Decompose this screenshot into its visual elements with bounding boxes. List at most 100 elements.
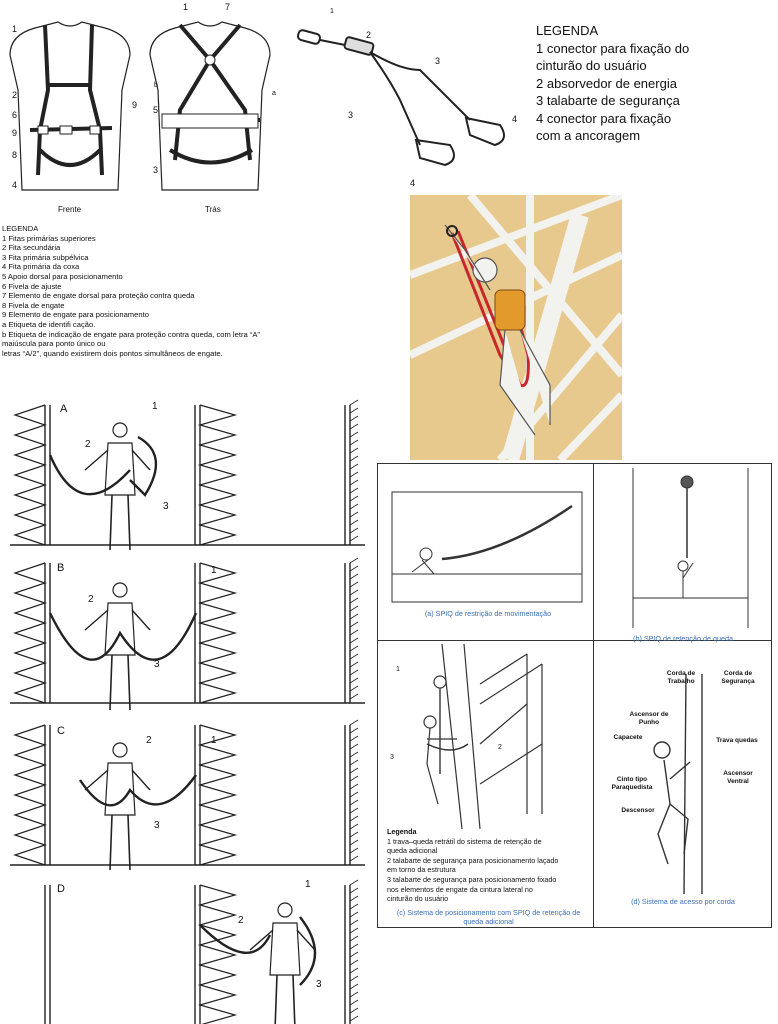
label-cinto-paraquedista: Cinto tipo Paraquedista [611, 776, 653, 791]
panel-line [104, 442, 136, 496]
panel-line [197, 562, 238, 704]
panel-line [84, 449, 151, 471]
harness-front-num: 2 [12, 90, 18, 100]
tower-climber-illustration [410, 195, 622, 460]
harness-back-num: a [272, 90, 276, 97]
harness-front-num: 6 [12, 110, 18, 120]
worker-head [112, 582, 128, 598]
lanyard-legend-item: 3 talabarte de segurança [536, 93, 680, 108]
spiq-c-legend: Legenda 1 trava–queda retrátil do sistem… [387, 827, 592, 904]
spiq-c-legend-item: 1 trava–queda retrátil do sistema de ret… [387, 836, 542, 846]
panel-line [344, 725, 351, 865]
label-capacete: Capacete [613, 734, 643, 741]
panel-number: 3 [154, 820, 160, 831]
spiq-a-caption: (a) SPIQ de restrição de movimentação [424, 609, 552, 618]
harness-front-num: 1 [12, 24, 18, 34]
lanyard-num: 3 [348, 110, 354, 120]
panel-line [199, 924, 272, 954]
panel-line [344, 563, 351, 703]
label-ascensor-punho: Ascensor de Punho [629, 711, 669, 726]
harness-legend-item: maiúscula para ponto único ou [2, 339, 106, 349]
back-caption: Trás [205, 205, 221, 214]
lanyard-drawing [296, 29, 505, 167]
harness-front-num: 8 [12, 150, 18, 160]
label-descensor: Descensor [621, 807, 655, 814]
lanyard-panels: A 1 2 3 B 2 1 3 C 2 1 3 D 1 2 3 [0, 395, 370, 1024]
lanyard-diagram: 1 2 3 3 4 4 [290, 0, 525, 200]
panel-line [44, 405, 51, 545]
worker-head [112, 742, 128, 758]
panel-number: 2 [238, 915, 244, 926]
label-corda-trabalho: Corda de Trabalho [666, 670, 696, 685]
panel-line [84, 769, 151, 791]
spiq-c-drawing [423, 643, 543, 830]
spiq-c-legend-item: 3 talabarte de segurança para posicionam… [387, 874, 557, 884]
harness-back-num: 1 [183, 2, 189, 12]
front-caption: Frente [58, 205, 82, 214]
panel-number: 1 [152, 401, 158, 412]
panel-number: 3 [154, 659, 160, 670]
harness-back-num: 7 [225, 2, 231, 12]
panel-line [197, 404, 238, 546]
panel-line [194, 885, 201, 1024]
lanyard-legend-item: com a ancoragem [536, 128, 641, 143]
lanyard-panels-drawing [10, 399, 365, 1024]
spiq-c-caption-line: (c) Sistema de posicionamento com SPIQ d… [396, 908, 581, 917]
lanyard-num: 4 [410, 178, 416, 188]
harness-legend-item: 8 Fivela de engate [2, 300, 65, 310]
panel-line [349, 399, 359, 542]
spiq-figure: (a) SPIQ de restrição de movimentação (b… [377, 463, 772, 928]
panel-line [274, 974, 296, 1024]
panel-line [344, 405, 351, 545]
spiq-a-drawing [391, 491, 583, 603]
panel-line [104, 762, 136, 816]
panel-line [349, 879, 359, 1022]
worker-head [277, 902, 293, 918]
spiq-c-caption: (c) Sistema de posicionamento com SPIQ d… [386, 908, 591, 926]
harness-legend-item: 6 Fivela de ajuste [2, 281, 62, 291]
label-ascensor-ventral: Ascensor Ventral [723, 770, 753, 785]
lanyard-num: 2 [366, 30, 372, 40]
harness-legend-item: 9 Elemento de engate para posicionamento [2, 310, 149, 320]
panel-line [197, 884, 238, 1024]
spiq-c-legend-item: cinturão do usuário [387, 894, 449, 904]
spiq-c-legend-item: queda adicional [387, 846, 438, 856]
label-corda-seguranca: Corda de Segurança [721, 670, 755, 685]
lanyard-legend-item: 2 absorvedor de energia [536, 75, 677, 91]
panel-line [44, 885, 51, 1024]
panel-line [13, 404, 47, 546]
harness-legend-item: b Etiqueta de indicação de engate para p… [2, 329, 260, 339]
panel-number: 2 [85, 439, 91, 450]
panel-line [249, 929, 316, 951]
spiq-c-caption-line: queda adicional [463, 916, 514, 926]
panel-line [84, 609, 151, 631]
harness-legend-item: 5 Apoio dorsal para posicionamento [2, 271, 123, 281]
panel-line [48, 454, 131, 496]
spiq-d-caption: (d) Sistema de acesso por corda [631, 897, 735, 906]
harness-front-num: 9 [12, 128, 18, 138]
panel-line [104, 602, 136, 656]
harness-back-num: 3 [153, 165, 159, 175]
harness-drawing [9, 21, 271, 191]
harness-legend-item: a Etiqueta de identifi cação. [2, 319, 96, 329]
lanyard-num: 4 [512, 114, 518, 124]
spiq-c-legend-item: 2 talabarte de segurança para posicionam… [387, 855, 559, 865]
panel-line [109, 654, 131, 711]
panel-number: 3 [163, 501, 169, 512]
panel-line [13, 724, 47, 866]
panel-line [197, 724, 238, 866]
panel-letter: C [57, 725, 65, 737]
panel-line [44, 563, 51, 703]
panel-line [13, 562, 47, 704]
harness-diagram: 1 2 6 9 8 4 9 1 7 5 3 b a Frente Trás [0, 0, 300, 225]
panel-line [79, 774, 197, 807]
panel-number: 1 [211, 565, 217, 576]
panel-number: 2 [146, 735, 152, 746]
harness-legend-item: 2 Fita secundária [2, 243, 61, 253]
panel-line [194, 563, 201, 703]
lanyard-legend-item: 4 conector para fixação [536, 110, 672, 126]
panel-letter: B [57, 562, 65, 574]
panel-letter: A [60, 403, 68, 415]
panel-line [269, 922, 301, 976]
harness-front-num: 4 [12, 180, 18, 190]
